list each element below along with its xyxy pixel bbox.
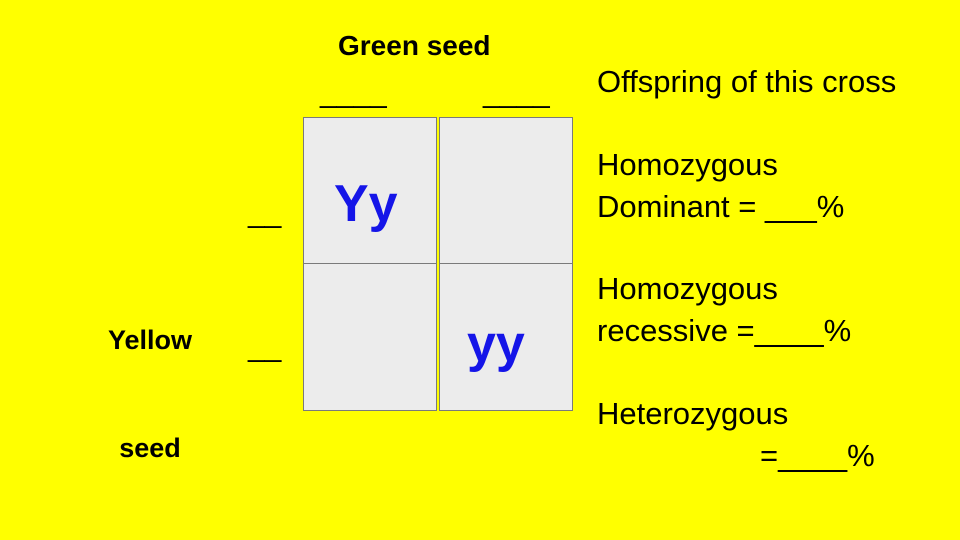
genotype-label: yy [467,315,525,373]
yellow-seed-label-line-2: seed [119,433,181,463]
yellow-allele-blank-2: __ [248,330,282,363]
green-allele-blank-1: ____ [320,76,387,109]
questions-heading: Offspring of this cross [597,64,897,99]
homozygous-dominant-line-1: Homozygous [597,147,778,182]
green-allele-blank-2: ____ [483,76,550,109]
punnett-cell-bottom-left [303,263,437,411]
homozygous-recessive-line-1: Homozygous [597,271,778,306]
yellow-seed-label-line-1: Yellow [107,325,193,355]
genotype-label: Yy [334,175,398,233]
yellow-seed-label: Yellow seed [100,250,200,502]
homozygous-recessive-line-2: recessive =____% [597,313,852,348]
homozygous-dominant-line-2: Dominant = ___% [597,189,845,224]
heterozygous-line-2: =____% [760,438,875,473]
punnett-cell-bottom-right: yy [439,263,573,411]
punnett-cell-top-left: Yy [303,117,437,264]
heterozygous-line-1: Heterozygous [597,396,789,431]
punnett-cell-top-right [439,117,573,264]
yellow-allele-blank-1: __ [248,196,282,229]
green-seed-label: Green seed [338,30,491,61]
